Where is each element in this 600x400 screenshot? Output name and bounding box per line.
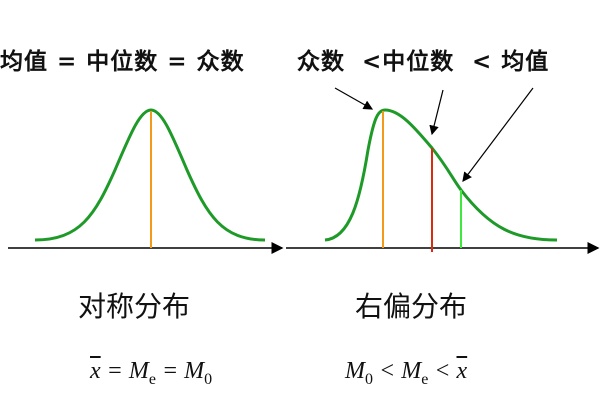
- median-label: <中位数: [362, 49, 455, 75]
- mode-label: 众数: [297, 49, 345, 75]
- symmetric-curve: [34, 108, 266, 242]
- right-skewed-formula: M0 < Me < x: [345, 358, 467, 389]
- symmetric-header: 均值 = 中位数 = 众数: [0, 49, 245, 75]
- xbar: x: [90, 358, 101, 384]
- right-skewed-title: 右偏分布: [355, 290, 468, 323]
- formula-sub: e: [421, 370, 429, 388]
- mode-arrow: [334, 87, 374, 110]
- formula-sub: 0: [204, 370, 213, 388]
- formula-sub: 0: [365, 370, 373, 388]
- right-skewed-curve: [324, 108, 558, 242]
- mean-arrow: [462, 87, 534, 182]
- formula-part: < M: [373, 358, 422, 384]
- formula-part: = M: [100, 358, 149, 384]
- symmetric-title: 对称分布: [78, 290, 191, 323]
- symmetric-formula: x = Me = M0: [90, 358, 212, 389]
- xbar: x: [456, 358, 468, 384]
- median-arrow: [429, 89, 444, 136]
- formula-part: = M: [155, 358, 205, 384]
- formula-sub: e: [148, 370, 156, 388]
- mean-label: < 均值: [472, 49, 550, 75]
- formula-part: <: [428, 358, 457, 384]
- formula-part: M: [345, 358, 365, 384]
